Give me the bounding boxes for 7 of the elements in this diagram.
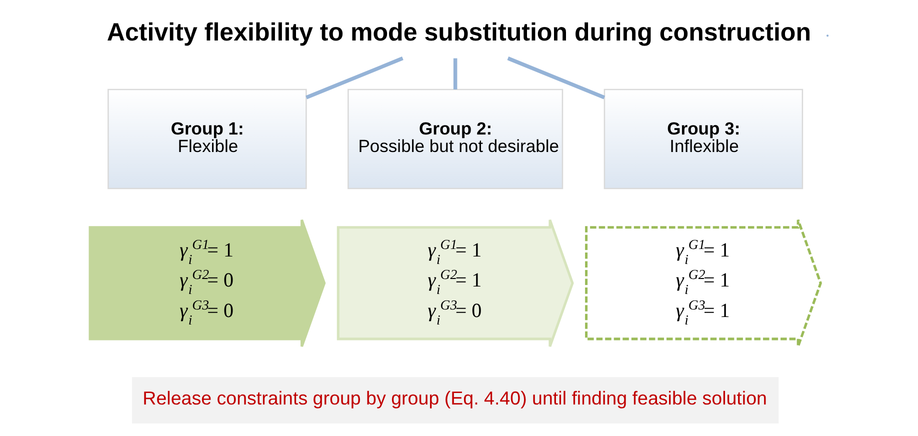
connector <box>507 56 606 100</box>
node-box: Group 1: Flexible <box>108 88 307 190</box>
node-text: Activity flexibility to mode substitution during construction <box>106 18 812 47</box>
node-box: Group 2: Possible but not desirable <box>348 88 564 190</box>
connector <box>453 58 458 90</box>
node-box: Group 3: Inflexible <box>604 88 804 190</box>
connector <box>306 56 404 100</box>
